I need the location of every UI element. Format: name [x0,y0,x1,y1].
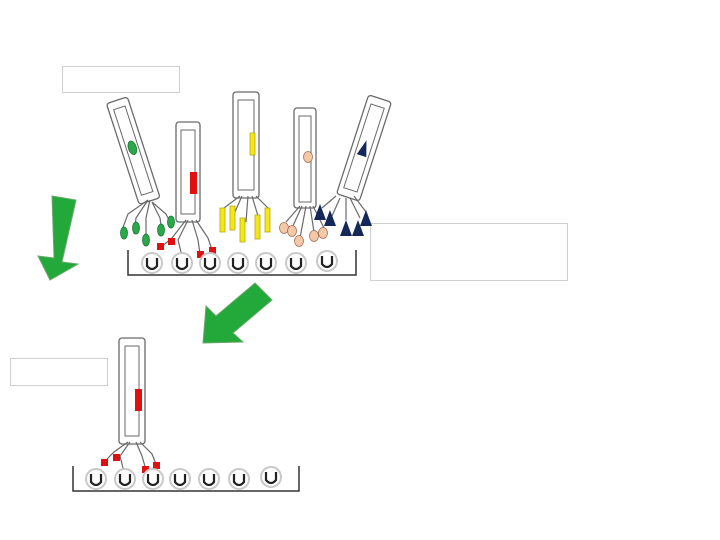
tube-receptacle-icon [198,468,220,490]
tube-receptacle-icon [285,252,307,274]
tube-receptacle-icon [199,252,221,274]
tube-receptacle-icon [227,252,249,274]
arrow-down-left-icon [202,282,273,344]
tube-receptacle-icon [260,466,282,488]
tube-peach [279,107,328,247]
tube-yellow [219,91,271,243]
tube-receptacle-icon [142,468,164,490]
tube-receptacle-icon [316,250,338,272]
tube-green [106,96,175,247]
label-box-top-left [62,66,180,93]
tube-receptacle-icon [169,468,191,490]
tube-receptacle-icon [141,252,163,274]
tube-receptacle-icon [85,468,107,490]
tube-receptacle-icon [114,468,136,490]
tube-receptacle-icon [228,468,250,490]
arrow-down-left-icon [37,195,80,281]
tray-top [127,250,357,276]
tray-bottom [72,466,300,492]
label-box-middle-right [370,223,568,281]
tube-red [157,121,216,261]
tube-receptacle-icon [255,252,277,274]
tube-receptacle-icon [171,252,193,274]
tube-red-bottom [101,337,160,477]
label-box-bottom-left [10,358,108,386]
tube-navy [314,94,392,236]
